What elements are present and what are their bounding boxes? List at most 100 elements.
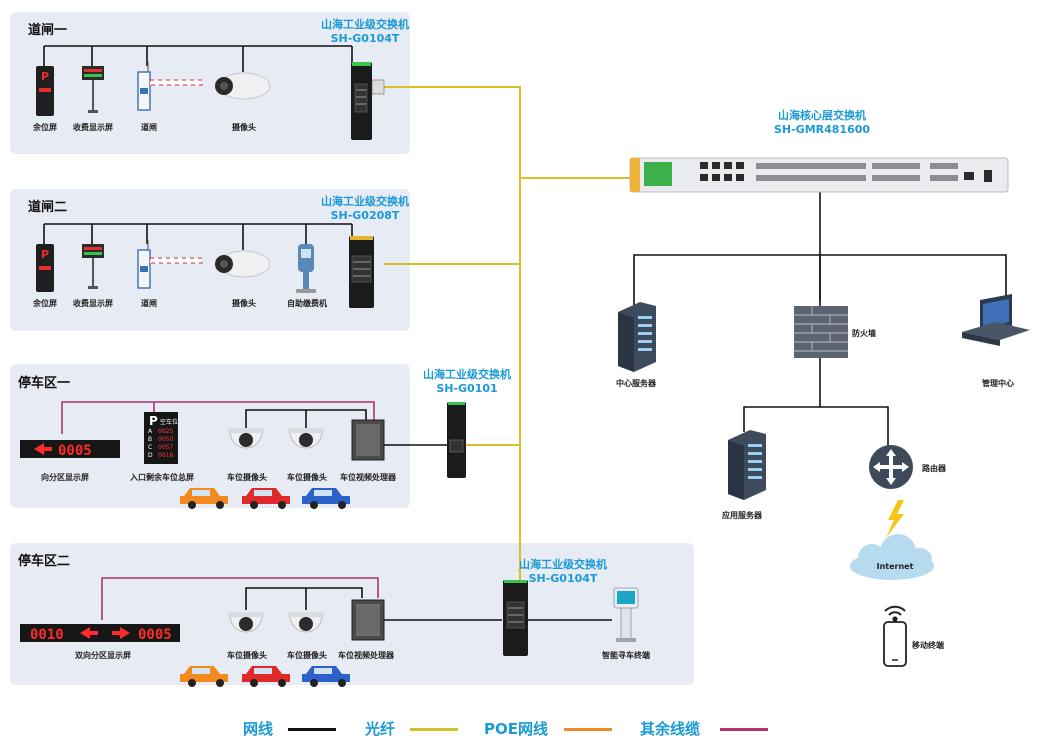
lightning-icon (886, 500, 904, 538)
app-server-icon (728, 430, 766, 500)
car-icon (302, 666, 350, 687)
entrance-title: 空车位 (160, 418, 178, 426)
switch-label-gate-2: 山海工业级交换机 SH-G0208T (300, 195, 430, 223)
label-mobile-terminal: 移动终端 (912, 641, 944, 650)
label-internet: Internet (876, 562, 914, 571)
car-icon (242, 666, 290, 687)
remain-screen-icon: P (36, 244, 54, 292)
fee-display-icon (82, 244, 104, 289)
dome-camera-icon (228, 428, 264, 449)
label-video-processor: 车位视频处理器 (338, 651, 394, 660)
entrance-row-letter: C (148, 444, 152, 451)
direction-display-icon: 0005 (20, 440, 120, 459)
entrance-row-value: 0016 (158, 452, 173, 459)
zone-parking-1 (10, 364, 410, 508)
entrance-row-value: 0025 (158, 428, 173, 435)
router-icon (869, 445, 913, 489)
camera-icon (215, 250, 271, 278)
legend-label-ethernet: 网线 (243, 720, 274, 738)
industrial-switch-icon (503, 580, 528, 656)
label-center-server: 中心服务器 (616, 379, 656, 388)
legend-label-fiber: 光纤 (365, 720, 396, 738)
remain-screen-letter: P (41, 248, 49, 261)
p2-sign-right-value: 0005 (138, 627, 172, 643)
park1-cabling (61, 401, 448, 446)
switch-model: SH-G0104T (330, 32, 400, 45)
label-router: 路由器 (922, 464, 946, 473)
label-fee-display: 收费显示屏 (73, 123, 113, 132)
label-remain-screen: 余位屏 (33, 299, 57, 308)
legend-line-poe (564, 728, 612, 731)
gate2-ethernet (43, 223, 353, 250)
mobile-phone-icon (883, 621, 907, 667)
switch-label-core: 山海核心层交换机 SH-GMR481600 (752, 109, 892, 137)
label-video-processor: 车位视频处理器 (340, 473, 396, 482)
label-barrier-gate: 道闸 (141, 299, 157, 308)
camera-icon (215, 72, 271, 100)
label-self-pay-kiosk: 自助缴费机 (287, 299, 327, 308)
zone-gate-2 (10, 189, 410, 331)
entrance-row-letter: D (148, 452, 153, 459)
bidirectional-display-icon: 0010 0005 (20, 624, 180, 643)
car-icon (302, 488, 350, 509)
switch-model: SH-G0208T (330, 209, 400, 222)
industrial-switch-icon (447, 402, 466, 478)
zone-title-parking-2: 停车区二 (18, 554, 71, 569)
entrance-row-letter: A (148, 428, 153, 435)
legend-label-other-cable: 其余线缆 (640, 720, 701, 738)
firewall-icon (794, 306, 848, 358)
zone-gate-1 (10, 12, 410, 154)
video-processor-icon (351, 419, 385, 461)
industrial-switch-icon (349, 236, 374, 308)
label-remain-screen: 余位屏 (33, 123, 57, 132)
p2-sign-left-value: 0010 (30, 627, 64, 643)
legend-label-poe: POE网线 (484, 720, 548, 738)
switch-name: 山海工业级交换机 (423, 368, 511, 381)
switch-model: SH-GMR481600 (773, 123, 871, 136)
switch-label-gate-1: 山海工业级交换机 SH-G0104T (300, 18, 430, 46)
label-direction-display: 向分区显示屏 (41, 473, 89, 482)
center-server-icon (618, 302, 656, 372)
entrance-row-letter: B (148, 436, 152, 443)
entrance-row-value: 0057 (158, 444, 173, 451)
zone-title-gate-2: 道闸二 (28, 200, 68, 215)
switch-name: 山海工业级交换机 (321, 195, 409, 208)
fiber-lines (384, 86, 632, 610)
label-bidirectional-display: 双向分区显示屏 (75, 651, 131, 660)
car-icon (180, 666, 228, 687)
switch-label-parking-2: 山海工业级交换机 SH-G0104T (498, 558, 628, 586)
dome-camera-icon (288, 428, 324, 449)
wifi-icon (884, 605, 906, 622)
switch-model: SH-G0101 (436, 382, 498, 395)
switch-label-parking-1: 山海工业级交换机 SH-G0101 (402, 368, 532, 396)
park2-cabling (101, 577, 612, 621)
label-app-server: 应用服务器 (722, 511, 762, 520)
remain-screen-letter: P (41, 70, 49, 83)
label-spot-camera: 车位摄像头 (287, 651, 327, 660)
barrier-gate-icon (137, 240, 203, 289)
switch-model: SH-G0104T (528, 572, 598, 585)
dome-camera-icon (228, 612, 264, 633)
label-camera: 摄像头 (232, 299, 256, 308)
switch-name: 山海核心层交换机 (778, 109, 866, 122)
fee-display-icon (82, 66, 104, 113)
self-pay-kiosk-icon (296, 244, 316, 293)
legend-line-fiber (410, 728, 458, 731)
car-finder-terminal-icon (613, 587, 639, 642)
zone-title-gate-1: 道闸一 (28, 23, 68, 38)
video-processor-icon (351, 599, 385, 641)
legend-line-ethernet (288, 728, 336, 731)
core-switch-icon (629, 157, 1009, 193)
car-icon (180, 488, 228, 509)
label-spot-camera: 车位摄像头 (287, 473, 327, 482)
remain-screen-icon: P (36, 66, 54, 116)
internet-cloud-icon (850, 534, 934, 580)
core-ethernet (633, 192, 1007, 446)
label-firewall: 防火墙 (852, 329, 876, 338)
svg-text:P: P (149, 414, 158, 428)
dome-camera-icon (288, 612, 324, 633)
zone-title-parking-1: 停车区一 (18, 376, 71, 391)
